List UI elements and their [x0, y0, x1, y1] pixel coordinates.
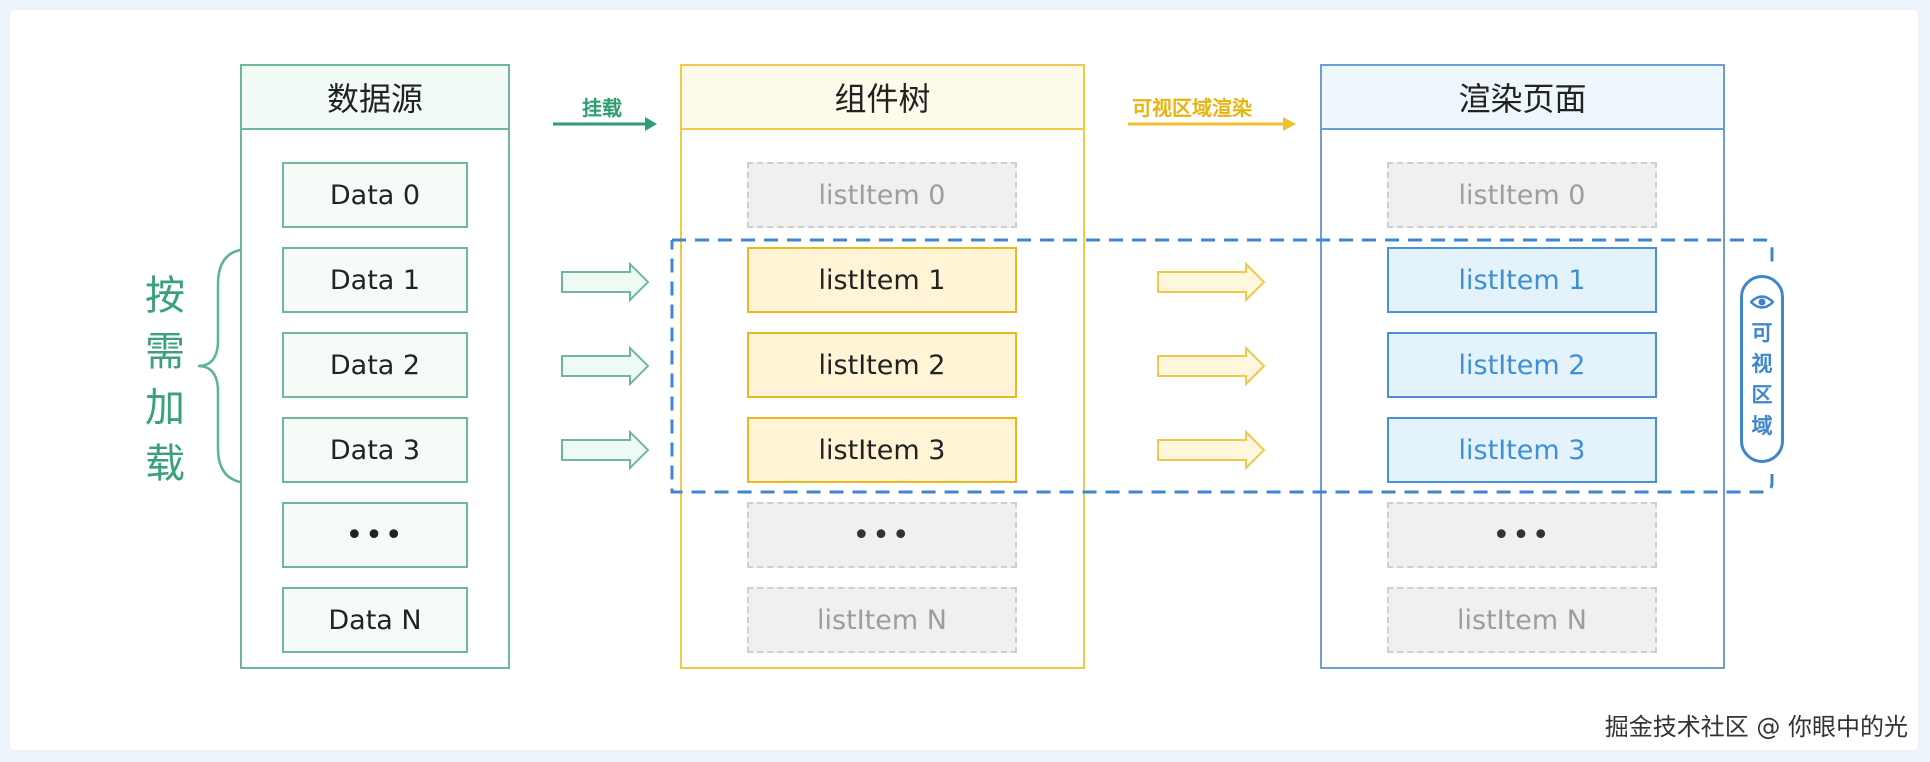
tree-item-unmounted: listItem 0: [747, 162, 1017, 228]
on-demand-load-label: 按 需 加 载: [140, 268, 190, 492]
on-demand-char: 按: [145, 273, 185, 319]
visible-area-char: 视: [1751, 352, 1773, 376]
tree-item-unmounted: listItem N: [747, 587, 1017, 653]
visible-area-char: 区: [1751, 383, 1773, 407]
tree-item-ellipsis: •••: [747, 502, 1017, 568]
render-page-title: 渲染页面: [1322, 66, 1723, 130]
visible-render-label: 可视区域渲染: [1132, 96, 1252, 120]
visible-area-char: 域: [1751, 414, 1773, 438]
component-tree-title: 组件树: [682, 66, 1083, 130]
block-arrow-tree-2: [1157, 345, 1266, 387]
on-demand-brace: [197, 247, 290, 485]
render-item-ellipsis: •••: [1387, 502, 1657, 568]
data-item-ellipsis: •••: [282, 502, 468, 568]
data-item: Data 2: [282, 332, 468, 398]
block-arrow-tree-1: [1157, 261, 1266, 303]
data-item: Data 1: [282, 247, 468, 313]
data-item: Data 3: [282, 417, 468, 483]
render-item-hidden: listItem N: [1387, 587, 1657, 653]
block-arrow-data-1: [561, 261, 650, 303]
on-demand-char: 需: [145, 329, 185, 375]
on-demand-char: 加: [145, 385, 185, 431]
mount-arrow-head: [645, 117, 657, 131]
block-arrow-data-3: [561, 429, 650, 471]
block-arrow-tree-3: [1157, 429, 1266, 471]
eye-icon: [1750, 295, 1774, 309]
render-item-visible: listItem 1: [1387, 247, 1657, 313]
block-arrow-data-2: [561, 345, 650, 387]
visible-area-char: 可: [1751, 321, 1773, 345]
component-tree-column: 组件树 listItem 0 listItem 1 listItem 2 lis…: [680, 64, 1085, 669]
visible-area-label: 可 视 区 域: [1752, 318, 1773, 442]
data-item: Data N: [282, 587, 468, 653]
render-item-visible: listItem 2: [1387, 332, 1657, 398]
visible-area-badge: 可 视 区 域: [1740, 275, 1784, 463]
tree-item-mounted: listItem 1: [747, 247, 1017, 313]
mount-label: 挂载: [582, 96, 622, 120]
on-demand-char: 载: [145, 441, 185, 487]
tree-item-mounted: listItem 2: [747, 332, 1017, 398]
data-source-title: 数据源: [242, 66, 508, 130]
watermark: 掘金技术社区 @ 你眼中的光: [1604, 713, 1908, 741]
render-page-column: 渲染页面 listItem 0 listItem 1 listItem 2 li…: [1320, 64, 1725, 669]
render-item-visible: listItem 3: [1387, 417, 1657, 483]
data-source-column: 数据源 Data 0 Data 1 Data 2 Data 3 ••• Data…: [240, 64, 510, 669]
data-item: Data 0: [282, 162, 468, 228]
render-item-hidden: listItem 0: [1387, 162, 1657, 228]
tree-item-mounted: listItem 3: [747, 417, 1017, 483]
visible-arrow-head: [1283, 117, 1296, 131]
